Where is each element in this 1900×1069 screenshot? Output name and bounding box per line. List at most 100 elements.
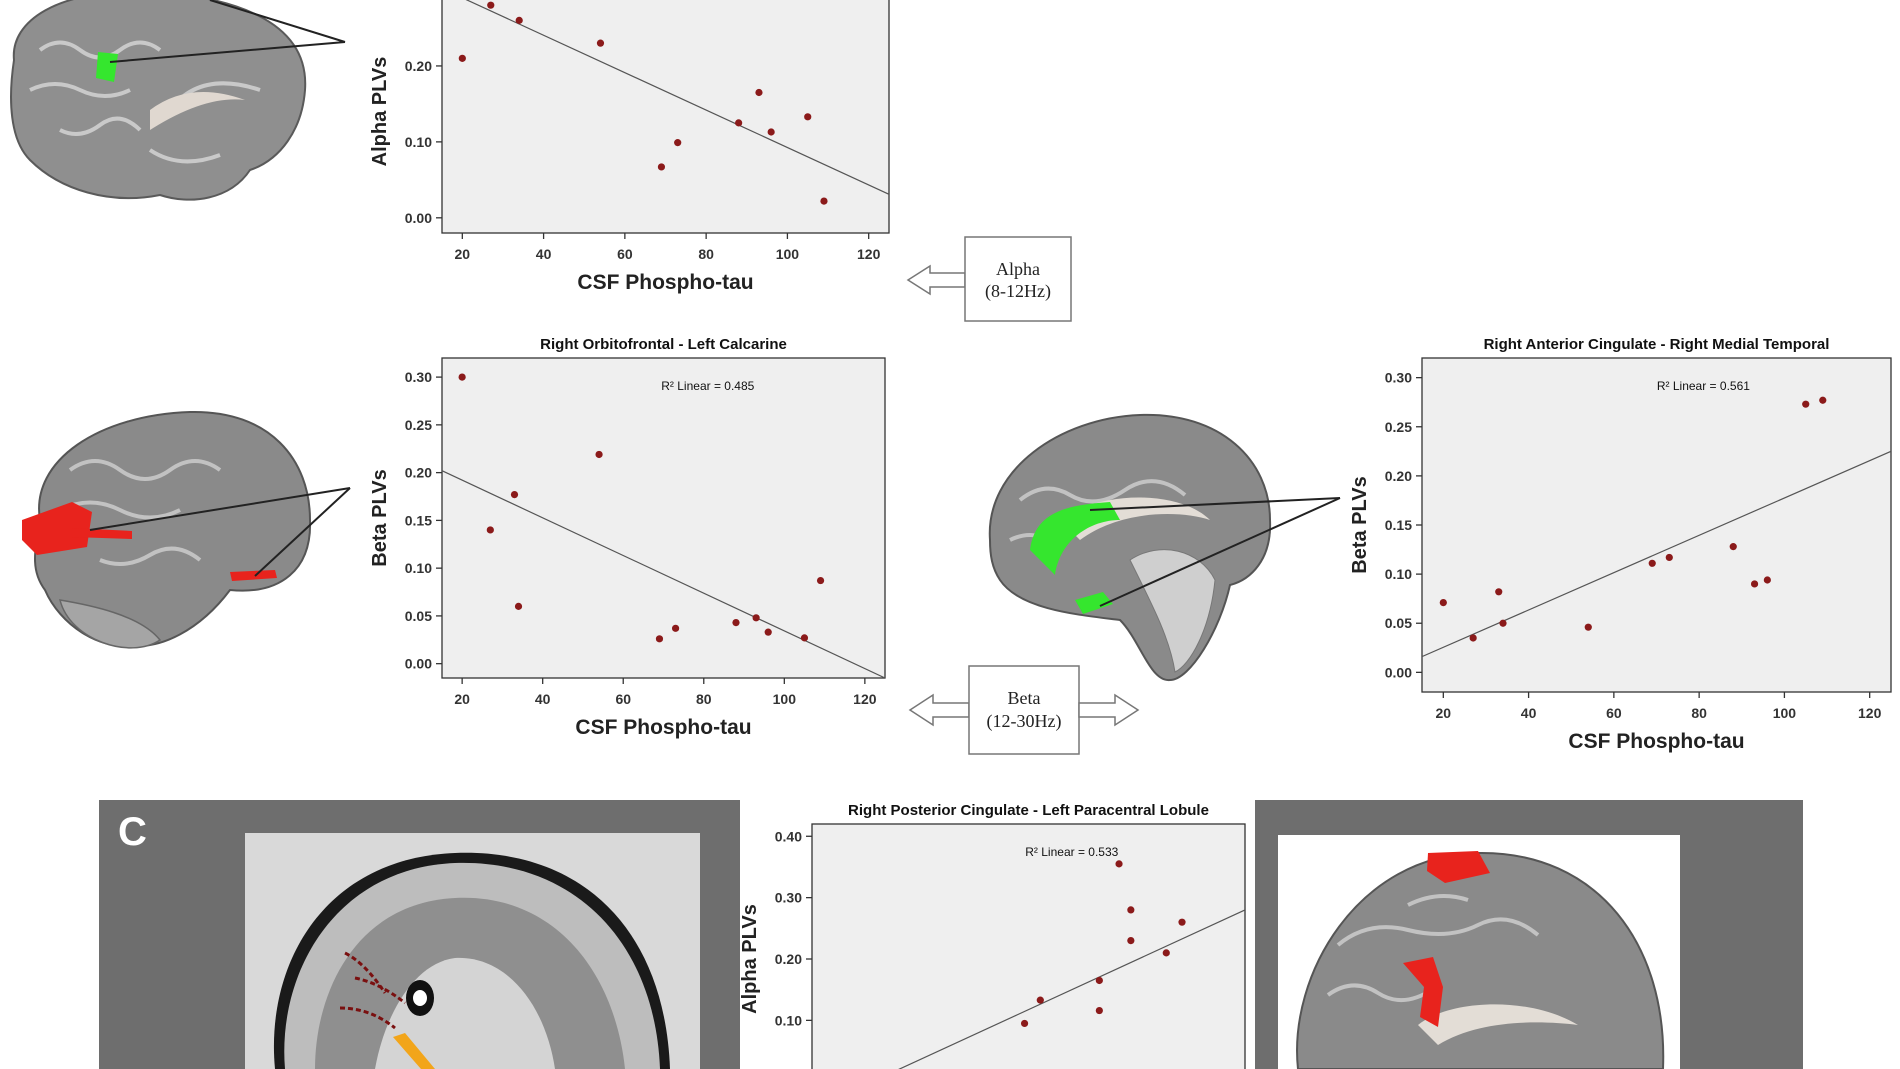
chart-mid-right-beta-x-tick-label: 80	[1691, 705, 1707, 721]
chart-mid-right-beta-data-point	[1750, 580, 1759, 588]
chart-mid-right-beta-data-point	[1439, 599, 1447, 607]
chart-mid-left-beta-x-tick-label: 120	[853, 691, 877, 707]
chart-mid-left-beta-y-axis-label: Beta PLVs	[369, 469, 391, 566]
chart-bottom-alpha-y-tick-label: 0.40	[775, 828, 802, 844]
chart-top-alpha-data-point	[755, 88, 763, 97]
left-arrow-icon	[906, 264, 966, 296]
chart-mid-left-beta-x-tick-label: 100	[773, 691, 797, 707]
chart-mid-right-beta-plot-area	[1421, 357, 1892, 693]
chart-bottom-alpha-r2-annotation: R² Linear = 0.533	[1025, 845, 1118, 859]
chart-mid-right-beta-x-tick-label: 40	[1521, 705, 1537, 721]
chart-mid-right-beta-y-tick-label: 0.20	[1385, 468, 1412, 484]
chart-mid-left-beta-data-point	[671, 624, 680, 632]
chart-mid-left-beta-data-point	[752, 614, 760, 622]
chart-bottom-alpha-data-point	[1095, 1006, 1103, 1015]
chart-top-alpha-data-point	[515, 16, 523, 24]
chart-bottom-alpha-y-tick-label: 0.30	[775, 890, 802, 906]
chart-top-alpha-data-point	[596, 39, 605, 47]
chart-bottom-alpha-data-point	[1115, 860, 1123, 868]
chart-top-alpha-y-tick-label: 0.00	[405, 210, 432, 226]
chart-mid-right-beta-x-tick-label: 60	[1606, 705, 1622, 721]
chart-mid-left-beta-x-tick-label: 60	[615, 691, 631, 707]
chart-bottom-alpha-data-point	[1127, 906, 1135, 914]
chart-bottom-alpha-data-point	[1162, 949, 1170, 957]
alpha-band-range: (8-12Hz)	[985, 281, 1051, 302]
chart-top-alpha-x-tick-label: 60	[617, 246, 633, 262]
green-region-highlight	[96, 52, 118, 82]
chart-top-alpha-x-tick-label: 120	[857, 246, 881, 262]
chart-mid-left-beta-data-point	[655, 635, 664, 643]
chart-mid-left-beta-data-point	[816, 576, 825, 585]
chart-mid-left-beta-title: Right Orbitofrontal - Left Calcarine	[540, 336, 787, 353]
chart-top-alpha-data-point	[804, 113, 812, 121]
chart-mid-left-beta-fit-line	[442, 470, 885, 678]
chart-bottom-alpha-plot-area	[811, 823, 1246, 1069]
chart-bottom-alpha-data-point	[1020, 1019, 1029, 1028]
chart-top-alpha-y-tick-label: 0.10	[405, 134, 432, 150]
brain-image-lateral	[22, 410, 351, 649]
chart-mid-right-beta-data-point	[1648, 559, 1656, 567]
chart-mid-left-beta-data-point	[458, 373, 466, 381]
chart-mid-right-beta-y-axis-label: Beta PLVs	[1349, 476, 1371, 573]
chart-mid-left-beta-data-point	[800, 634, 809, 642]
chart-top-alpha-plot-area	[441, 0, 890, 234]
chart-top-alpha-x-tick-label: 40	[536, 246, 552, 262]
chart-mid-right-beta-data-point	[1665, 553, 1673, 562]
chart-mid-left-beta-y-tick-label: 0.05	[405, 608, 432, 624]
green-region-highlight	[1030, 502, 1120, 575]
chart-mid-left-beta-y-tick-label: 0.15	[405, 512, 432, 528]
chart-mid-left-beta-x-tick-label: 20	[454, 691, 470, 707]
chart-mid-right-beta-data-point	[1584, 623, 1592, 631]
chart-mid-left-beta-data-point	[514, 602, 523, 610]
chart-top-alpha-data-point	[487, 1, 495, 9]
chart-mid-right-beta-y-tick-label: 0.05	[1385, 615, 1412, 631]
chart-bottom-alpha-data-point	[1036, 996, 1044, 1004]
chart-bottom-alpha-data-point	[1127, 936, 1135, 945]
chart-top-alpha-fit-line	[465, 0, 889, 195]
chart-top-alpha-data-point	[657, 163, 666, 171]
chart-mid-right-beta-y-tick-label: 0.10	[1385, 566, 1412, 582]
chart-mid-right-beta-data-point	[1495, 588, 1503, 596]
chart-mid-right-beta-data-point	[1819, 396, 1827, 404]
panel-letter: C	[118, 810, 147, 854]
chart-mid-right-beta-data-point	[1499, 619, 1507, 627]
chart-bottom-alpha-fit-line	[898, 909, 1245, 1069]
brain-image-bottom	[1278, 835, 1680, 1069]
chart-bottom-alpha-y-tick-label: 0.20	[775, 951, 802, 967]
alpha-band-indicator: Alpha (8-12Hz)	[906, 236, 1072, 322]
chart-mid-left-beta-data-point	[486, 526, 494, 534]
chart-mid-left-beta-y-tick-label: 0.00	[405, 656, 432, 672]
beta-band-label: Beta	[1008, 688, 1041, 708]
chart-top-alpha-x-tick-label: 80	[698, 246, 714, 262]
chart-bottom-alpha-y-axis-label: Alpha PLVs	[740, 904, 761, 1014]
chart-mid-right-beta-title: Right Anterior Cingulate - Right Medial …	[1484, 336, 1830, 353]
chart-mid-right-beta-x-tick-label: 100	[1773, 705, 1797, 721]
scatter-chart-top-alpha: 0.000.100.200.3020406080100120CSF Phosph…	[369, 0, 890, 294]
chart-top-alpha-x-tick-label: 20	[455, 246, 471, 262]
chart-mid-right-beta-data-point	[1469, 634, 1477, 642]
red-region-highlight	[22, 502, 92, 555]
right-arrow-icon	[1078, 693, 1140, 727]
chart-top-alpha-y-axis-label: Alpha PLVs	[369, 57, 391, 167]
beta-band-indicator: Beta (12-30Hz)	[908, 665, 1140, 755]
chart-mid-right-beta-y-tick-label: 0.00	[1385, 664, 1412, 680]
chart-top-alpha-x-tick-label: 100	[776, 246, 800, 262]
brain-image-top	[10, 0, 346, 201]
chart-mid-left-beta-data-point	[510, 490, 519, 499]
chart-mid-left-beta-x-tick-label: 40	[535, 691, 551, 707]
chart-mid-right-beta-x-tick-label: 120	[1858, 705, 1882, 721]
chart-mid-left-beta-y-tick-label: 0.20	[405, 465, 432, 481]
mri-slice-image	[245, 833, 700, 1069]
alpha-band-label: Alpha	[996, 259, 1040, 279]
chart-top-alpha-data-point	[458, 54, 466, 62]
chart-top-alpha-data-point	[767, 128, 775, 136]
chart-mid-right-beta-r2-annotation: R² Linear = 0.561	[1657, 379, 1750, 393]
chart-bottom-alpha-title: Right Posterior Cingulate - Left Paracen…	[848, 802, 1209, 819]
chart-mid-left-beta-x-axis-label: CSF Phospho-tau	[575, 716, 751, 739]
chart-mid-right-beta-x-tick-label: 20	[1436, 705, 1452, 721]
chart-bottom-alpha-data-point	[1178, 918, 1186, 926]
chart-mid-left-beta-data-point	[595, 450, 603, 459]
chart-mid-right-beta-x-axis-label: CSF Phospho-tau	[1568, 730, 1744, 753]
red-region-highlight	[1427, 851, 1490, 883]
